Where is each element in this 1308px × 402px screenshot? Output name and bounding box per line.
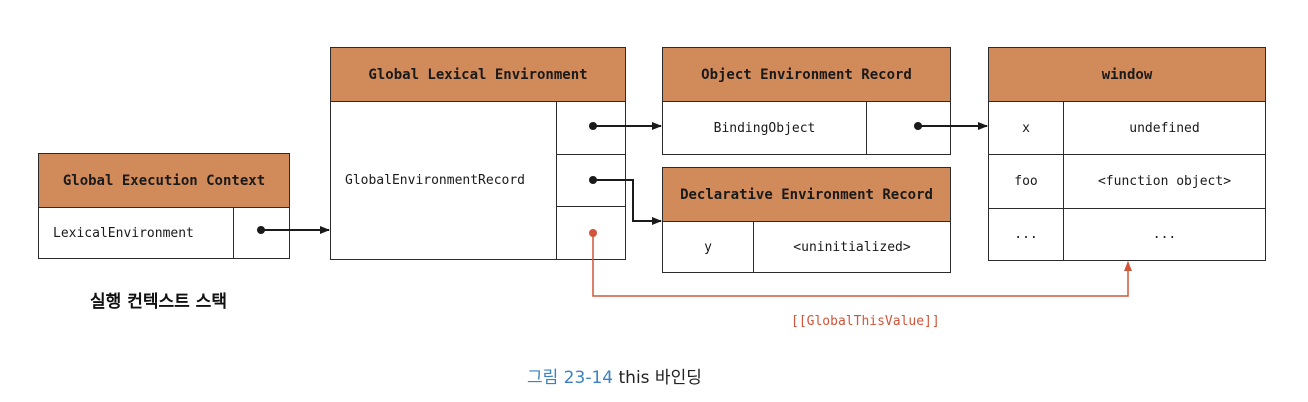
window-key-foo: foo — [988, 154, 1064, 209]
binding-object-cell: BindingObject — [662, 101, 867, 155]
execution-context-stack-label: 실행 컨텍스트 스택 — [90, 292, 227, 312]
declarative-record-value-y: <uninitialized> — [753, 221, 951, 273]
arrow-global-this-value — [589, 229, 1132, 297]
arrow-lexical-to-global-env — [257, 226, 330, 234]
window-value-ellipsis: ... — [1063, 208, 1266, 261]
global-this-value-label: [[GlobalThisValue]] — [791, 314, 940, 329]
window-value-foo: <function object> — [1063, 154, 1266, 209]
global-environment-record-cell: GlobalEnvironmentRecord — [330, 101, 557, 260]
figure-caption-text: this 바인딩 — [618, 368, 702, 388]
figure-caption-number: 그림 23-14 — [527, 368, 614, 388]
arrow-to-declarative-record — [589, 176, 662, 225]
figure-caption: 그림 23-14 this 바인딩 — [527, 363, 702, 388]
arrow-to-object-record — [589, 122, 662, 130]
global-execution-context-header: Global Execution Context — [38, 153, 290, 208]
binding-object-pointer-cell — [866, 101, 951, 155]
arrow-binding-object-to-window — [914, 122, 988, 130]
window-key-x: x — [988, 101, 1064, 155]
window-object-header: window — [988, 47, 1266, 102]
lexical-environment-cell: LexicalEnvironment — [38, 207, 234, 259]
window-key-ellipsis: ... — [988, 208, 1064, 261]
declarative-record-key-y: y — [662, 221, 754, 273]
declarative-environment-record-header: Declarative Environment Record — [662, 167, 951, 222]
